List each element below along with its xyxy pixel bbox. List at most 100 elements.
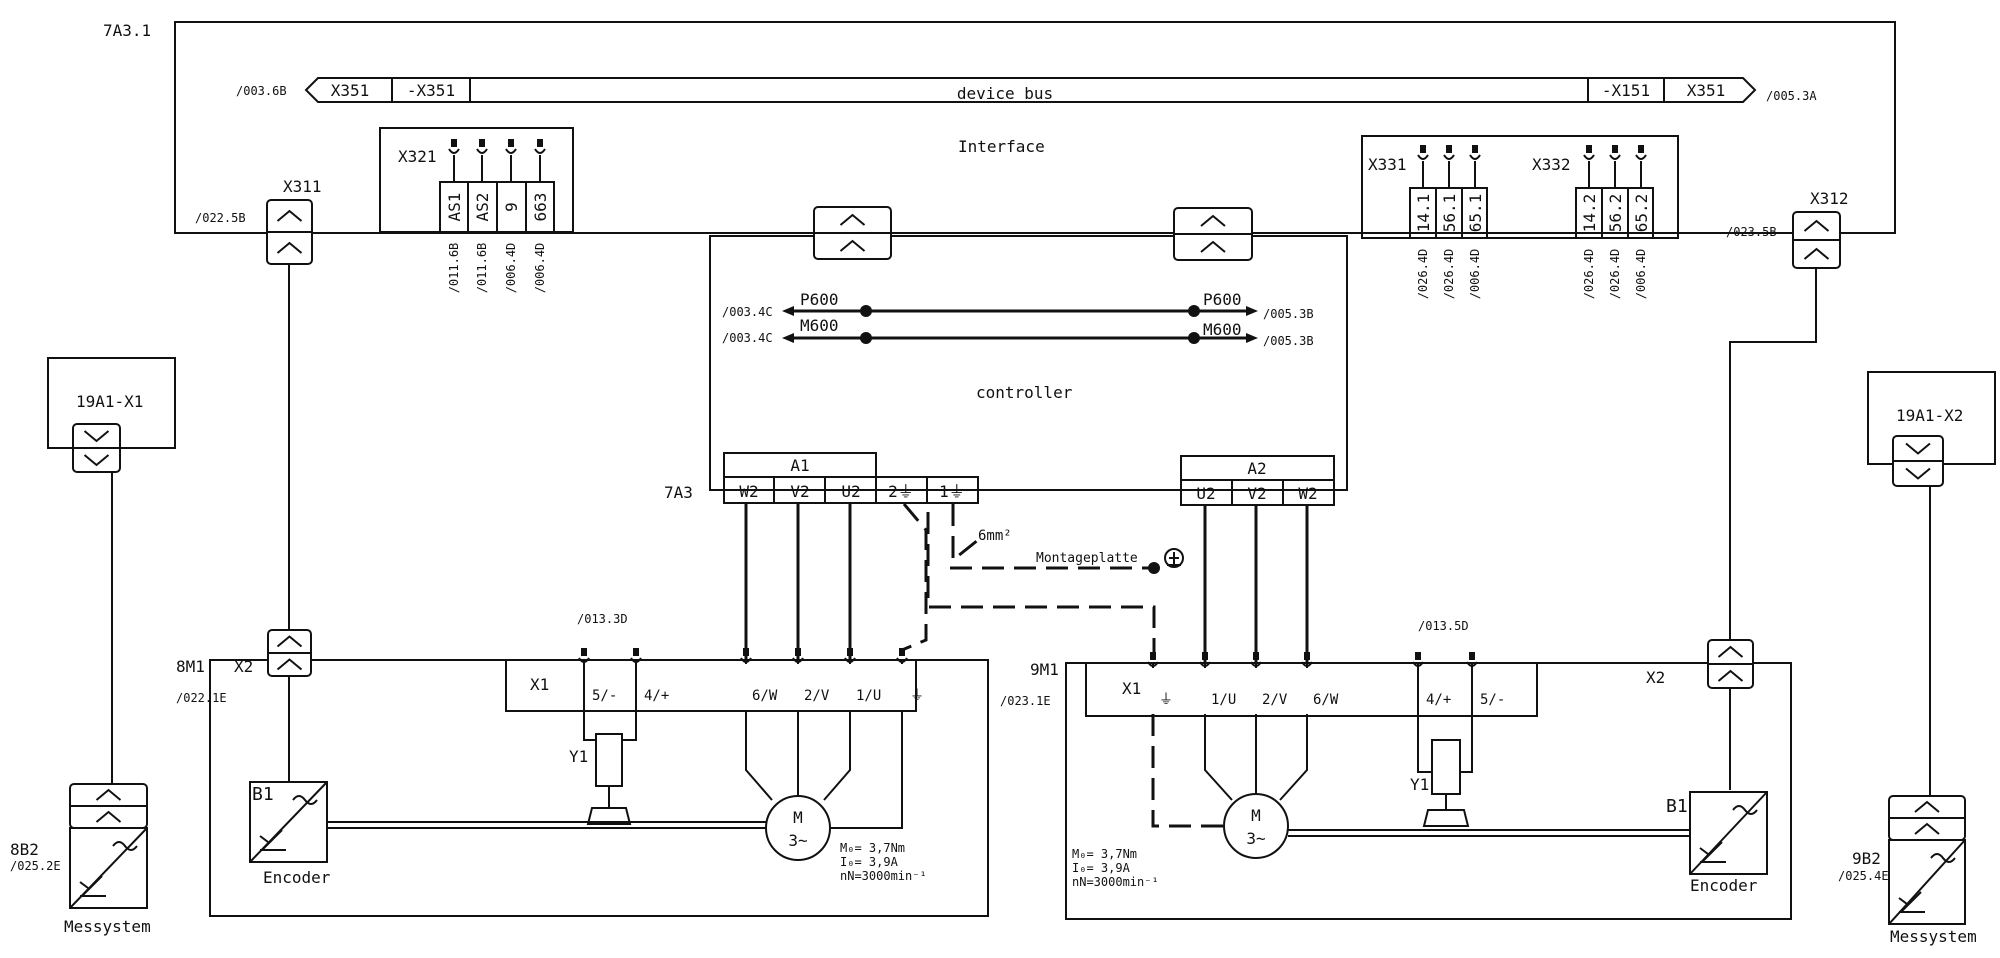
left-meas-encoder-wave-icon [112,841,138,851]
left-meas-conn: 19A1-X1 [76,392,143,411]
cable-size: 6mm² [978,528,1012,544]
motor8-spec1: M₀= 3,7Nm [840,841,905,855]
pe-cable-to-9M1 [926,512,1156,660]
right-meas-encoder-wave-icon [1930,853,1956,863]
terminal-pin-icon [1446,145,1452,153]
motor9-motor-symbol [1223,793,1289,859]
a1-pin-label: W2 [739,482,758,501]
motor8-pe-pin-icon [899,648,905,656]
motor9-phase-pin-label: 2/V [1262,692,1288,708]
motor8-id: 8M1 [176,657,205,676]
right-meas-conn-plug-chevron-icon [1905,467,1931,480]
main-box-7A3-1 [174,21,1896,234]
controller-label: controller [976,383,1073,402]
motor9-phase-wire [1204,714,1233,801]
motor9-encoder-angle-icon [1699,841,1726,863]
motor8-brake-wire [622,728,637,741]
motor8-pe-icon: ⏚ [910,688,924,704]
left-meas-label: Messystem [64,917,151,936]
terminal-pin-icon [1469,154,1481,160]
terminal-pin-ref: /026.4D [1608,249,1622,300]
m600-right-ref: /005.3B [1263,334,1314,348]
right-meas-conn-plug-chevron-icon [1905,442,1931,455]
left-meas-conn-plug-chevron-icon [83,454,110,467]
motor8-encoder-wave-icon [292,795,318,805]
motor9-motor-m: M [1251,806,1261,825]
right-meas-label: Messystem [1890,927,1977,946]
pe-cable-to-plate [951,504,979,564]
generated-elements: AS1/011.6BAS2/011.6B9/006.4D663/006.4D14… [69,139,1966,925]
terminal-pin-icon [1609,154,1621,160]
motor8-brake-ref: /013.3D [577,612,628,626]
motor8-phase-pin-label: 6/W [752,688,778,704]
motor9-x1-strip [1085,662,1538,717]
motor8-pe-return [830,710,903,829]
p600-right-ref: /005.3B [1263,307,1314,321]
motor9-encoder-wave-icon [1732,805,1758,815]
motor8-ref: /022.1E [176,691,227,705]
terminal-pin-label: 56.2 [1606,194,1625,233]
bus-left-tag: X351 [331,81,370,100]
motor9-encoder [1689,791,1768,875]
left-meas-conn-plug-chevron-icon [83,430,110,443]
right-meas-id: 9B2 [1852,849,1881,868]
terminal-pin-icon [1417,154,1429,160]
controller-plug-right-chevron-icon [1200,214,1226,227]
terminal-pin-ref: /006.4D [1634,249,1648,300]
motor9-brake-coil [1431,739,1461,795]
terminal-pin-label: 663 [531,193,550,222]
right-meas-plug-chevron-icon [1914,800,1940,813]
motor8-x2-plug-chevron-icon [276,658,303,671]
pe-pin-label: 1⏚ [939,482,965,501]
terminal-pin-icon [534,148,546,154]
left-meas-ref: /025.2E [10,859,61,873]
motor8-x2: X2 [234,657,253,676]
terminal-pin-ref: /026.4D [1582,249,1596,300]
motor9-x1: X1 [1122,679,1141,698]
terminal-pin-label: AS2 [473,193,492,222]
motor8-brake-pin-label: 4/+ [644,688,669,704]
bus-outline [304,77,1757,103]
terminal-pin-label: 56.1 [1440,194,1459,233]
terminal-a1: A1 [723,452,979,504]
motor9-encoder-id: B1 [1666,796,1688,817]
motor8-motor-m: M [793,808,803,827]
terminal-pin-icon [1635,154,1647,160]
x311-plug-chevron-icon [276,209,303,222]
terminal-pin-label: 9 [502,202,521,212]
motor9-pe-icon: ⏚ [1159,692,1173,708]
terminal-pin-ref: /006.4D [504,243,518,294]
motor9-spec2: I₀= 3,9A [1072,861,1131,875]
a2-pin-label: V2 [1247,484,1266,503]
x311-plug-chevron-icon [276,241,303,254]
terminal-pin-icon [505,148,517,154]
x311-label: X311 [283,177,322,196]
controller-plug-left-chevron-icon [839,213,866,226]
motor9-encoder: Encoder [1690,876,1758,895]
motor8-phase-wire [745,710,773,801]
motor9-ref: /023.1E [1000,694,1051,708]
motor9-brake-wire [1417,760,1432,773]
motor8-brake: Y1 [569,747,588,766]
motor8-x1: X1 [530,675,549,694]
a2-label: A2 [1247,459,1266,478]
motor9-phase-pin-label: 1/U [1211,692,1236,708]
pe-pin-label: 2⏚ [888,482,914,501]
p600-left-ref: /003.4C [722,305,773,319]
x312-plug-chevron-icon [1803,247,1830,260]
controller-id: 7A3 [664,483,693,502]
bus-right-inner: -X151 [1602,81,1650,100]
a2-pin-label: W2 [1298,484,1317,503]
motor9-brake-ref: /013.5D [1418,619,1469,633]
a2-pin-label: U2 [1196,484,1215,503]
x332-label: X332 [1532,155,1571,174]
motor8-x1-strip [505,659,917,712]
terminal-pin-icon [1638,145,1644,153]
motor8-spec2: I₀= 3,9A [840,855,899,869]
motor9-brake-shoe [1422,809,1470,827]
motor9-brake-pin-label: 5/- [1480,692,1505,708]
terminal-pin-icon [537,139,543,147]
motor9-spec1: M₀= 3,7Nm [1072,847,1137,861]
